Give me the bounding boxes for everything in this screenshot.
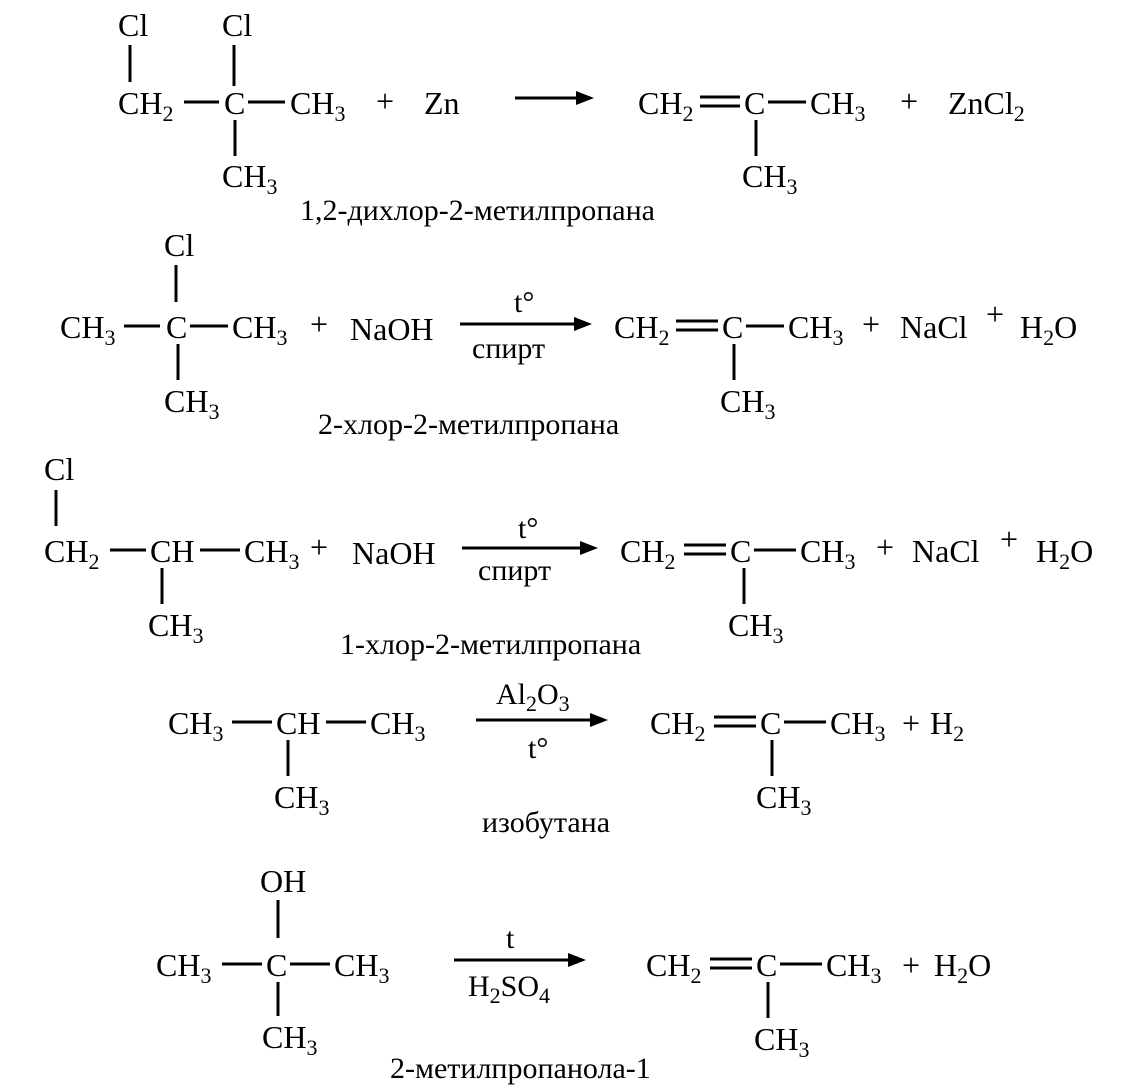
product-group: CH3 xyxy=(756,779,811,820)
hydroxyl-group: OH xyxy=(260,863,306,899)
reagent: NaOH xyxy=(352,535,436,571)
reactant-carbon: C xyxy=(224,85,245,121)
reactant-name: изобутана xyxy=(482,806,610,839)
reactant-group: CH3 xyxy=(232,309,287,350)
product-group: CH2 xyxy=(646,947,701,988)
product-group: CH3 xyxy=(810,85,865,126)
arrow-head xyxy=(590,713,608,727)
reactant-group: CH xyxy=(150,533,194,569)
reactant-group: CH xyxy=(276,705,320,741)
reaction-2: Cl CH3 C CH3 CH3 + NaOH t° спирт CH2 C C… xyxy=(60,227,1077,441)
plus-sign: + xyxy=(986,296,1004,332)
reaction-3: Cl CH2 CH CH3 CH3 + NaOH t° спирт CH2 C … xyxy=(44,451,1093,661)
arrow-head xyxy=(580,541,598,555)
plus-sign: + xyxy=(310,529,328,565)
reactant-group: CH3 xyxy=(148,607,203,648)
reactant-group: CH3 xyxy=(168,705,223,746)
condition-solvent: спирт xyxy=(472,332,545,365)
plus-sign: + xyxy=(1000,521,1018,557)
reaction-5: OH CH3 C CH3 CH3 t H2SO4 CH2 C CH3 CH3 +… xyxy=(156,863,991,1085)
chlorine-atom: Cl xyxy=(118,7,148,43)
reactant-group: CH3 xyxy=(164,383,219,424)
condition-solvent: спирт xyxy=(478,554,551,587)
product-carbon: C xyxy=(756,947,777,983)
byproduct: H2 xyxy=(930,705,964,746)
plus-sign: + xyxy=(902,705,920,741)
byproduct: H2O xyxy=(1036,533,1093,574)
product-group: CH3 xyxy=(720,383,775,424)
plus-sign: + xyxy=(902,947,920,983)
reactant-carbon: C xyxy=(166,309,187,345)
condition-catalyst: H2SO4 xyxy=(468,970,550,1008)
product-group: CH3 xyxy=(788,309,843,350)
plus-sign: + xyxy=(376,83,394,119)
condition-catalyst: Al2O3 xyxy=(496,678,570,716)
product-group: CH3 xyxy=(826,947,881,988)
reactant-group: CH3 xyxy=(274,779,329,820)
reactant-group: CH3 xyxy=(222,158,277,199)
product-carbon: C xyxy=(722,309,743,345)
chlorine-atom: Cl xyxy=(44,451,74,487)
byproduct: ZnCl2 xyxy=(948,85,1025,126)
chlorine-atom: Cl xyxy=(164,227,194,263)
product-group: CH2 xyxy=(620,533,675,574)
product-group: CH3 xyxy=(754,1021,809,1062)
reactant-group: CH3 xyxy=(244,533,299,574)
reactant-name: 2-хлор-2-метилпропана xyxy=(318,408,619,441)
product-carbon: C xyxy=(744,85,765,121)
reactant-group: CH2 xyxy=(44,533,99,574)
product-group: CH3 xyxy=(742,158,797,199)
reactant-name: 1-хлор-2-метилпропана xyxy=(340,628,641,661)
reaction-1: Cl Cl CH2 C CH3 CH3 + Zn CH2 C CH3 CH3 +… xyxy=(118,7,1025,227)
reactant-group: CH3 xyxy=(262,1019,317,1060)
arrow-head xyxy=(568,953,586,967)
product-carbon: C xyxy=(760,705,781,741)
byproduct: NaCl xyxy=(912,533,980,569)
chlorine-atom: Cl xyxy=(222,7,252,43)
reagent: Zn xyxy=(424,85,460,121)
reaction-4: CH3 CH CH3 CH3 Al2O3 t° CH2 C CH3 CH3 + … xyxy=(168,678,964,839)
product-carbon: C xyxy=(730,533,751,569)
reactant-name: 1,2-дихлор-2-метилпропана xyxy=(300,194,655,227)
reactant-group: CH3 xyxy=(370,705,425,746)
reactant-group: CH3 xyxy=(60,309,115,350)
plus-sign: + xyxy=(862,306,880,342)
product-group: CH2 xyxy=(638,85,693,126)
reactant-group: CH3 xyxy=(334,947,389,988)
byproduct: H2O xyxy=(1020,309,1077,350)
byproduct: NaCl xyxy=(900,309,968,345)
condition-temperature: t xyxy=(506,922,515,955)
byproduct: H2O xyxy=(934,947,991,988)
condition-temperature: t° xyxy=(514,286,534,319)
arrow-head xyxy=(574,317,592,331)
product-group: CH2 xyxy=(614,309,669,350)
plus-sign: + xyxy=(310,306,328,342)
condition-temperature: t° xyxy=(528,732,548,765)
reagent: NaOH xyxy=(350,311,434,347)
arrow-head xyxy=(576,91,594,105)
plus-sign: + xyxy=(876,529,894,565)
product-group: CH2 xyxy=(650,705,705,746)
reactant-group: CH3 xyxy=(156,947,211,988)
product-group: CH3 xyxy=(830,705,885,746)
product-group: CH3 xyxy=(800,533,855,574)
reactant-name: 2-метилпропанола-1 xyxy=(390,1052,651,1085)
condition-temperature: t° xyxy=(518,512,538,545)
plus-sign: + xyxy=(900,83,918,119)
reactant-group: CH3 xyxy=(290,85,345,126)
reactant-group: CH2 xyxy=(118,85,173,126)
product-group: CH3 xyxy=(728,607,783,648)
reactant-carbon: C xyxy=(266,947,287,983)
